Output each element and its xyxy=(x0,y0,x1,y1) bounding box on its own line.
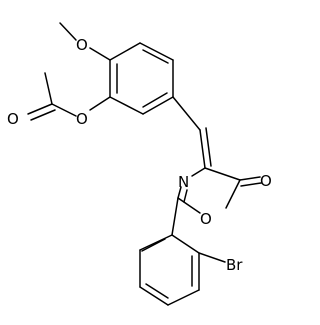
bond-methyl-omethoxy xyxy=(59,22,77,41)
bond-c2-nring-double xyxy=(183,189,188,203)
bond-ringB-6 xyxy=(171,234,200,254)
atom-br: Br xyxy=(226,256,243,274)
bond-ringB-4 xyxy=(167,289,200,306)
bond-oring-c2 xyxy=(177,197,201,214)
bond-methine-c4-double-2 xyxy=(205,127,212,167)
bond-ringB-1 xyxy=(139,234,173,251)
molecule-canvas: O O O N O O Br xyxy=(7,22,272,306)
bond-omethoxy-ring xyxy=(89,47,111,61)
atom-o-methoxy: O xyxy=(76,36,88,54)
bond-ringA-4-inner xyxy=(142,92,168,108)
bond-oester-carbonylC xyxy=(51,103,77,117)
atom-o-carbonyl-acetyl: O xyxy=(7,110,19,128)
atom-o-ring: O xyxy=(200,210,212,228)
bond-c2-phenyl xyxy=(171,197,179,236)
bond-ringB-3 xyxy=(139,286,169,306)
bond-ringB-3-inner xyxy=(145,283,169,299)
bond-ringA-4 xyxy=(142,96,174,115)
bond-carbonylC-methyl xyxy=(44,72,53,105)
bond-c5-O-double-2 xyxy=(240,182,262,187)
bond-ring-oester xyxy=(89,96,111,111)
bond-methine-c4-double-1 xyxy=(199,129,206,169)
bond-nring-c4 xyxy=(191,167,206,177)
bond-ringA-1 xyxy=(109,42,141,61)
bond-ring-br xyxy=(198,252,226,263)
atom-n-ring: N xyxy=(178,173,189,191)
bond-ringA-5 xyxy=(109,96,144,115)
bond-ringB-1-inner xyxy=(141,238,166,252)
bond-c2-nring xyxy=(177,186,182,199)
bond-carbonylC-O-double-2 xyxy=(30,109,56,121)
bond-ringA-2 xyxy=(139,42,174,61)
molecule-diagram: O O O N O O Br xyxy=(7,22,272,306)
bond-c5-oring xyxy=(225,179,241,209)
bond-ringA-2-inner xyxy=(142,49,169,64)
bond-carbonylC-O-double-1 xyxy=(27,103,53,115)
bond-c4-c5 xyxy=(204,167,241,181)
bond-ring-methine xyxy=(172,96,201,131)
atom-o-lactone-carbonyl: O xyxy=(260,172,272,190)
atom-o-ester: O xyxy=(76,110,88,128)
bond-c5-O-double-1 xyxy=(239,176,261,181)
